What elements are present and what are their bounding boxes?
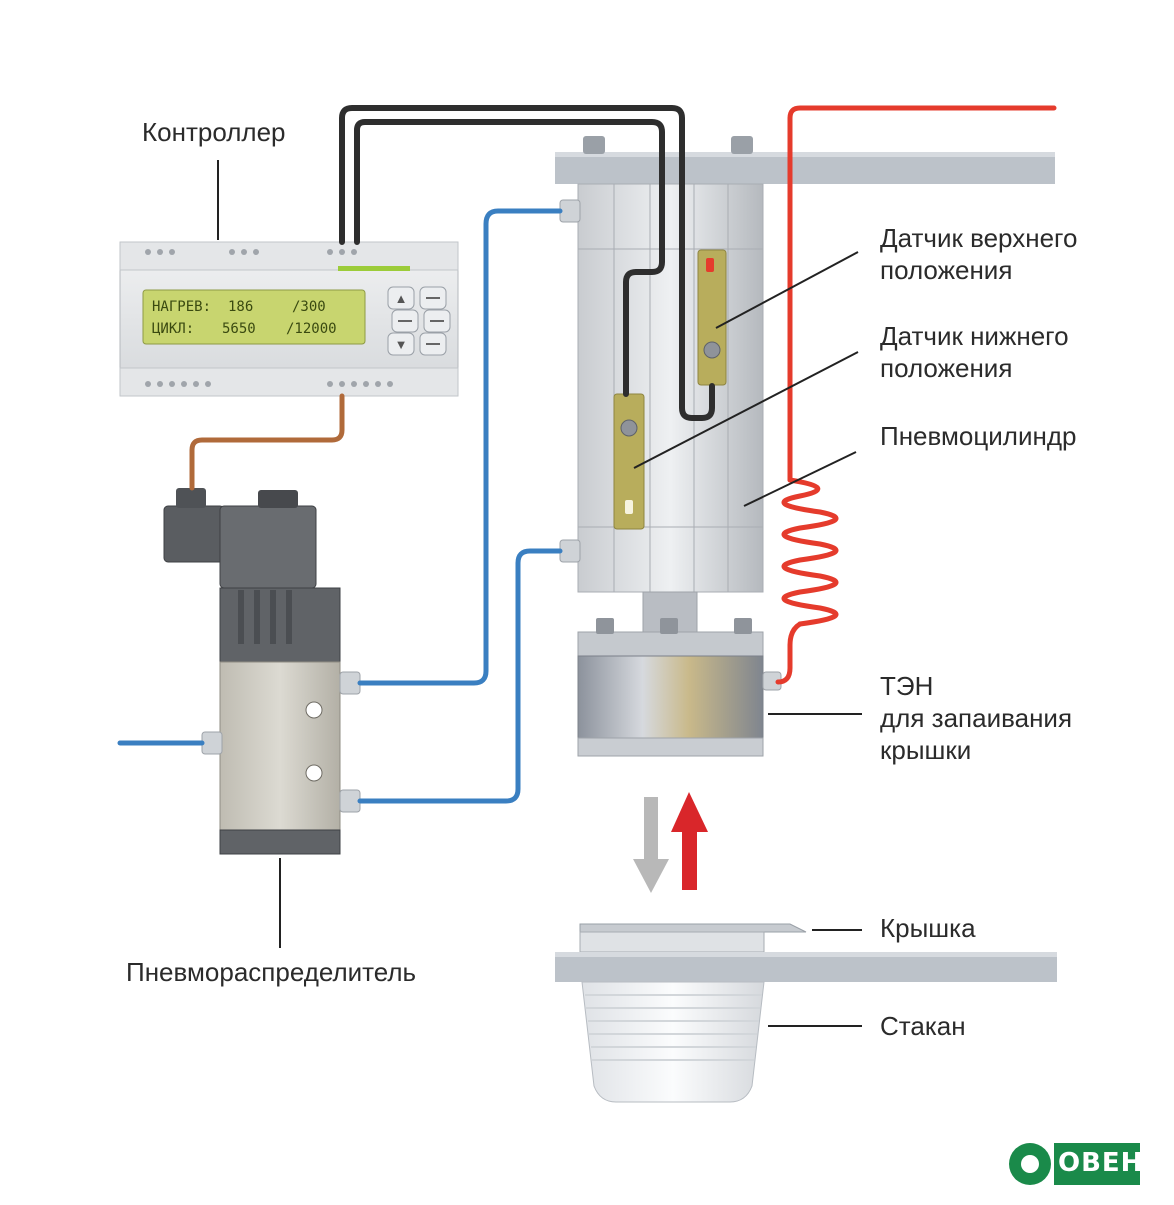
label-cylinder: Пневмоцилиндр <box>880 421 1077 451</box>
lcd-row2-value: 5650 <box>222 321 256 337</box>
heater-cable <box>775 105 1057 685</box>
label-upper-sensor-2: положения <box>880 255 1013 285</box>
motion-arrows <box>633 792 708 893</box>
svg-text:▲: ▲ <box>395 291 408 306</box>
lcd-row2-label: ЦИКЛ: <box>152 321 195 337</box>
down-arrow <box>633 797 669 893</box>
label-heater-3: крышки <box>880 735 972 765</box>
label-lower-sensor-1: Датчик нижнего <box>880 321 1069 351</box>
pneumatic-valve <box>163 488 361 855</box>
lid <box>579 923 807 953</box>
oven-logo <box>1009 1143 1140 1185</box>
svg-text:▼: ▼ <box>395 337 408 352</box>
lcd-row2-limit: /12000 <box>286 321 337 337</box>
controller-valve-cable <box>189 393 345 491</box>
logo-text: ОВЕН <box>1058 1148 1144 1178</box>
upper-position-sensor <box>697 249 727 386</box>
heater-block <box>577 618 782 757</box>
cup <box>581 981 765 1103</box>
signal-cables <box>339 105 715 421</box>
lcd-display <box>142 289 366 345</box>
lower-position-sensor <box>613 393 645 530</box>
lcd-row1-value: 186 <box>228 299 254 315</box>
up-arrow <box>671 792 708 890</box>
lcd-row1-limit: /300 <box>292 299 326 315</box>
label-cup: Стакан <box>880 1011 966 1041</box>
pneumatic-cylinder <box>559 183 764 633</box>
leader-lines <box>217 160 862 1027</box>
label-upper-sensor-1: Датчик верхнего <box>880 223 1078 253</box>
label-controller: Контроллер <box>142 117 286 147</box>
label-lid: Крышка <box>880 913 976 943</box>
controller-keypad: ▲ ▼ <box>387 286 451 356</box>
bottom-plate <box>555 952 1057 982</box>
controller: ▲ ▼ <box>119 241 459 397</box>
top-mounting-plate <box>555 136 1055 184</box>
label-heater-1: ТЭН <box>880 671 934 701</box>
air-lines <box>117 208 563 804</box>
lcd-row1-label: НАГРЕВ: <box>152 299 212 315</box>
label-heater-2: для запаивания <box>880 703 1073 733</box>
label-lower-sensor-2: положения <box>880 353 1013 383</box>
label-valve: Пневмораспределитель <box>126 957 417 987</box>
